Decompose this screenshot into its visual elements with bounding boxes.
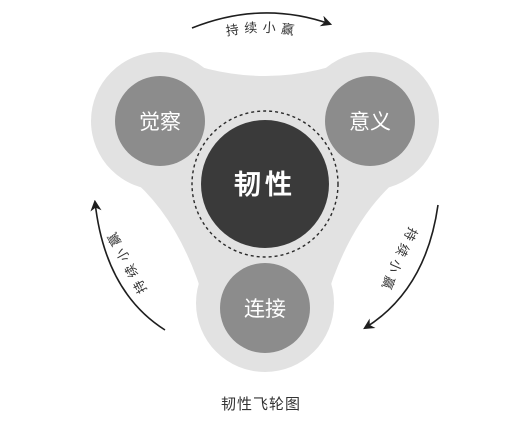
node-connection: 连接	[220, 263, 310, 353]
node-awareness-label: 觉察	[139, 110, 181, 134]
center-node: 韧性	[201, 120, 329, 248]
right-arrow-label: 持续小赢	[376, 224, 419, 296]
node-awareness: 觉察	[115, 76, 205, 166]
node-connection-label: 连接	[244, 297, 286, 321]
top-arrow	[191, 12, 333, 29]
node-meaning-label: 意义	[349, 110, 391, 134]
right-arrow	[363, 204, 439, 330]
node-meaning: 意义	[325, 76, 415, 166]
top-arrow-label: 持续小赢	[225, 21, 300, 40]
center-dashed-ring	[191, 110, 339, 258]
center-label: 韧性	[234, 170, 296, 201]
left-arrow	[90, 199, 166, 331]
figure-caption: 韧性飞轮图	[220, 395, 301, 413]
